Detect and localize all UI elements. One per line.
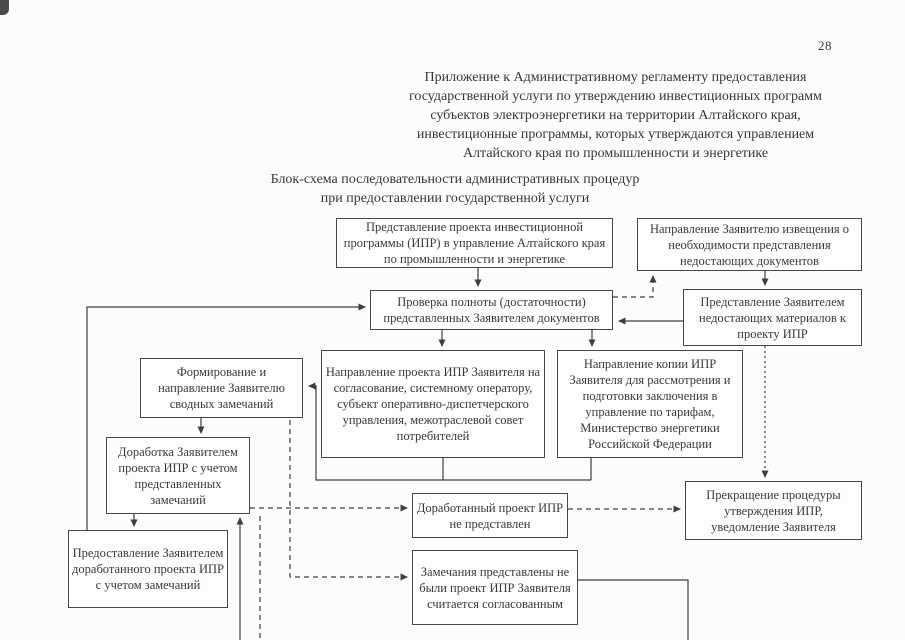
flowchart-box-send-consolidated-remarks: Формирование и направление Заявителю сво…: [140, 358, 303, 418]
appendix-header-line: Алтайского края по промышленности и энер…: [462, 146, 769, 161]
flowchart-box-check-completeness: Проверка полноты (достаточности) предста…: [370, 290, 613, 330]
appendix-header-line: субъектов электроэнергетики на территори…: [430, 108, 801, 123]
flowchart-box-submit-reworked-ipr: Предоставление Заявителем доработанного …: [68, 530, 228, 608]
appendix-header: Приложение к Административному регламент…: [383, 68, 848, 163]
page-number: 28: [818, 38, 832, 53]
flowchart-box-reworked-not-submitted: Доработанный проект ИПР не представлен: [412, 493, 568, 538]
scan-artifact: [0, 0, 9, 15]
flowchart-box-send-ipr-for-approval: Направление проекта ИПР Заявителя на сог…: [321, 350, 545, 458]
page-title: Блок-схема последовательности администра…: [180, 170, 730, 208]
page-title-line: при предоставлении государственной услуг…: [320, 191, 590, 206]
flowchart-box-notice-missing-docs: Направление Заявителю извещения о необхо…: [637, 218, 862, 271]
flowchart-box-submit-missing-materials: Представление Заявителем недостающих мат…: [683, 289, 862, 346]
flowchart-box-rework-ipr: Доработка Заявителем проекта ИПР с учето…: [106, 437, 250, 514]
flowchart-box-no-remarks-approved: Замечания представлены не были проект ИП…: [412, 550, 578, 625]
connector-check-to-notice-dashed: [613, 275, 657, 298]
flowchart-box-submit-ipr: Представление проекта инвестиционной про…: [336, 218, 613, 268]
appendix-header-line: Приложение к Административному регламент…: [424, 70, 807, 85]
flowchart-box-send-ipr-copy: Направление копии ИПР Заявителя для расс…: [557, 350, 743, 458]
appendix-header-line: государственной услуги по утверждению ин…: [409, 89, 822, 104]
flowchart-box-terminate-procedure: Прекращение процедуры утверждения ИПР, у…: [685, 481, 862, 540]
appendix-header-line: инвестиционные программы, которых утверж…: [416, 127, 815, 142]
connector-approved-down: [578, 579, 689, 640]
page-title-line: Блок-схема последовательности администра…: [270, 172, 640, 187]
